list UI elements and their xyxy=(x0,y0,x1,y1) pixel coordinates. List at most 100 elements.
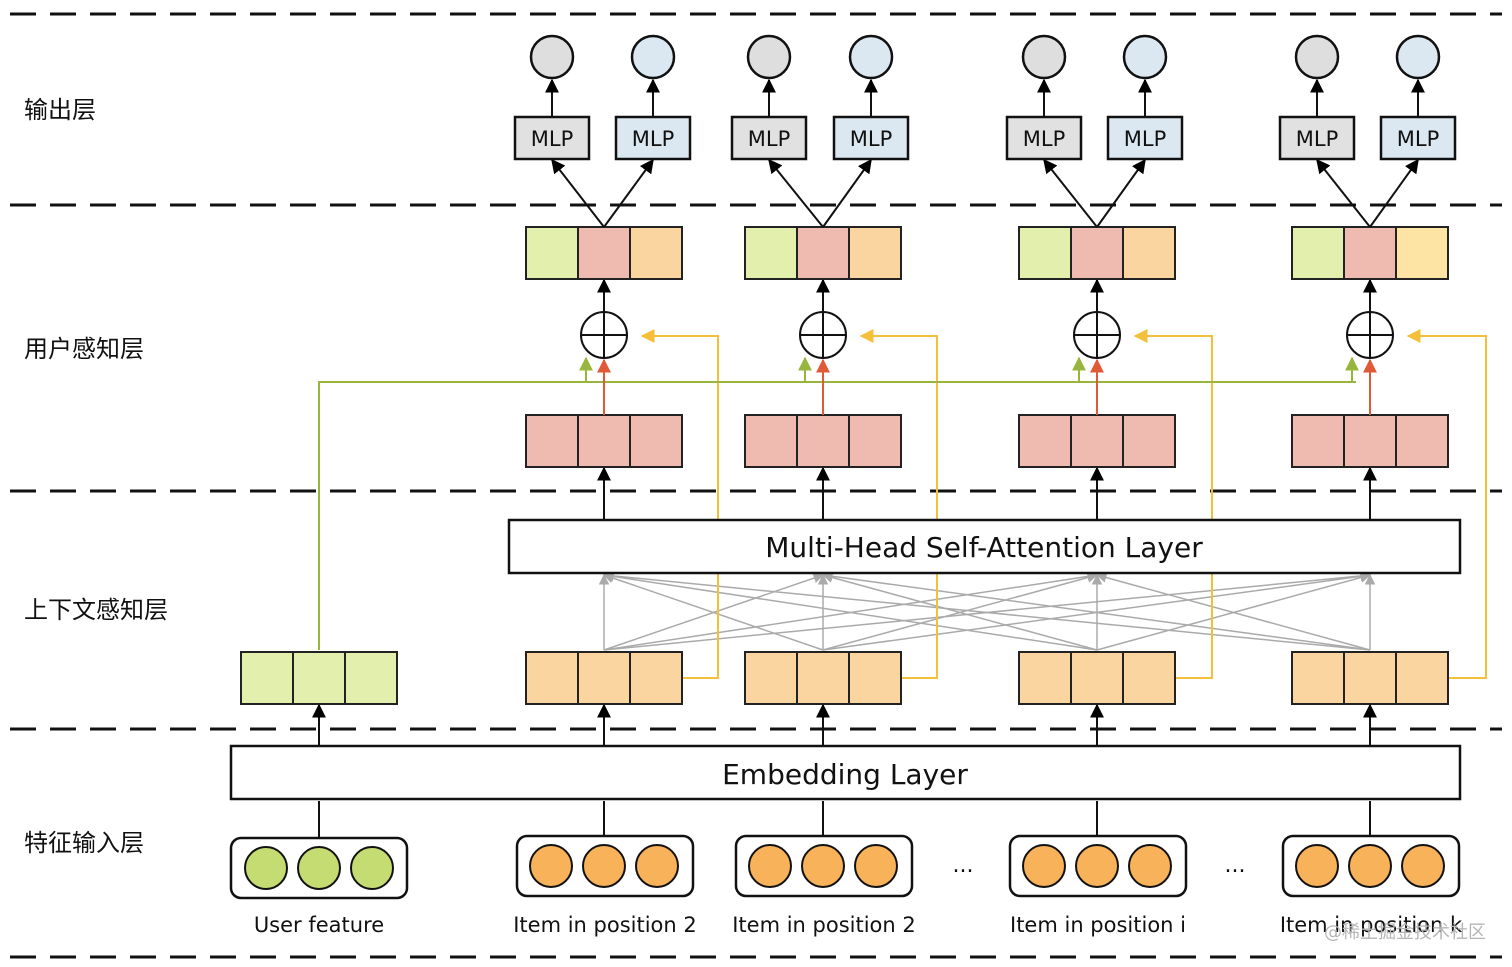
item-feature-node xyxy=(635,844,679,888)
user-feature-node xyxy=(297,846,341,890)
item-feature-node xyxy=(1401,844,1445,888)
attention-output-cell xyxy=(1291,414,1345,468)
layer-label-context-aware: 上下文感知层 xyxy=(24,596,168,624)
concat-to-mlp-arrow xyxy=(603,158,654,228)
attention-output-cell xyxy=(796,414,850,468)
item-feature-node xyxy=(748,844,792,888)
item-feature-node xyxy=(582,844,626,888)
mlp-label: MLP xyxy=(1397,127,1439,151)
item-embedding-cell xyxy=(1395,651,1449,705)
concat-to-mlp-arrow xyxy=(1369,158,1419,228)
user-feature-node xyxy=(244,846,288,890)
item-label: Item in position 2 xyxy=(513,913,697,937)
user-feature-connections xyxy=(318,356,1359,650)
mlp-box xyxy=(1005,115,1083,161)
attention-link xyxy=(602,571,1098,651)
item-embedding-cell xyxy=(577,651,631,705)
item-column: Item in position 2 MLP MLP xyxy=(730,34,916,937)
item-embedding-cell xyxy=(1343,651,1397,705)
concat-vector xyxy=(1291,226,1449,280)
user-embedding-cell xyxy=(240,651,294,705)
attention-link xyxy=(821,572,1098,651)
item-label: Item in position 2 xyxy=(732,913,916,937)
item-columns: Item in position 2 MLP MLP Item in position… xyxy=(513,34,1463,937)
attention-output-cell xyxy=(1395,414,1449,468)
item-label: Item in position i xyxy=(1010,913,1186,937)
item-feature-node xyxy=(1295,844,1339,888)
user-embedding xyxy=(240,651,398,705)
layer-label-feature-input: 特征输入层 xyxy=(24,829,144,857)
layer-label-output: 输出层 xyxy=(24,96,96,124)
user-feature-bus xyxy=(318,381,1356,650)
attention-link xyxy=(1095,572,1371,651)
concat-vector-cell xyxy=(577,226,631,280)
user-column: User feature xyxy=(229,651,409,937)
item-embedding xyxy=(525,651,683,705)
mlp-label: MLP xyxy=(748,127,790,151)
item-feature-node xyxy=(801,844,845,888)
concat-vector-cell xyxy=(629,226,683,280)
attention-output-cell xyxy=(577,414,631,468)
mlp-label: MLP xyxy=(1023,127,1065,151)
item-embedding-cell xyxy=(1122,651,1176,705)
item-skip-line xyxy=(859,329,938,679)
concat-to-mlp-arrow xyxy=(1316,158,1371,228)
item-skip-line xyxy=(1133,329,1213,679)
attention-link xyxy=(603,573,824,651)
item-embedding-cell xyxy=(525,651,579,705)
mlp-label: MLP xyxy=(1124,127,1166,151)
output-node xyxy=(1122,34,1168,80)
user-embedding-cell xyxy=(292,651,346,705)
concat-to-mlp-arrow xyxy=(768,158,824,228)
concat-to-mlp-arrow xyxy=(551,158,605,228)
attention-output-cell xyxy=(848,414,902,468)
concat-to-mlp-arrow xyxy=(1096,158,1146,228)
mlp-box xyxy=(1379,115,1457,161)
item-embedding-cell xyxy=(1291,651,1345,705)
item-embedding-cell xyxy=(848,651,902,705)
concat-vector-cell xyxy=(525,226,579,280)
mlp-box xyxy=(1106,115,1184,161)
layer-label-user-aware: 用户感知层 xyxy=(24,335,144,363)
mlp-box xyxy=(513,115,591,161)
concat-vector-cell xyxy=(1070,226,1124,280)
attention-output xyxy=(1018,414,1176,468)
attention-output-cell xyxy=(1018,414,1072,468)
concat-to-mlp-arrow xyxy=(1043,158,1098,228)
item-skip-connections xyxy=(640,329,1487,679)
output-node xyxy=(529,34,575,80)
item-embedding-cell xyxy=(796,651,850,705)
concat-vector-cell xyxy=(1122,226,1176,280)
item-embedding xyxy=(1291,651,1449,705)
item-embedding xyxy=(744,651,902,705)
item-feature-node xyxy=(854,844,898,888)
mlp-label: MLP xyxy=(1296,127,1338,151)
attention-output-cell xyxy=(1343,414,1397,468)
concat-vector-cell xyxy=(848,226,902,280)
user-embedding-cell xyxy=(344,651,398,705)
output-node xyxy=(1294,34,1340,80)
attention-output xyxy=(744,414,902,468)
item-skip-line xyxy=(1406,329,1487,679)
concat-vector-cell xyxy=(1291,226,1345,280)
mlp-label: MLP xyxy=(850,127,892,151)
attention-output-cell xyxy=(629,414,683,468)
attention-output xyxy=(1291,414,1449,468)
embedding-layer-label: Embedding Layer xyxy=(722,758,968,791)
item-feature-node xyxy=(1348,844,1392,888)
output-node xyxy=(848,34,894,80)
concat-vector-cell xyxy=(796,226,850,280)
item-embedding-cell xyxy=(1070,651,1124,705)
concat-to-mlp-arrow xyxy=(822,158,872,228)
item-feature-node xyxy=(1022,844,1066,888)
mlp-box xyxy=(730,115,808,161)
output-node xyxy=(746,34,792,80)
attention-input-connections xyxy=(598,570,1376,651)
item-feature-node xyxy=(1128,844,1172,888)
item-embedding-cell xyxy=(629,651,683,705)
output-node xyxy=(1395,34,1441,80)
mlp-box xyxy=(832,115,910,161)
